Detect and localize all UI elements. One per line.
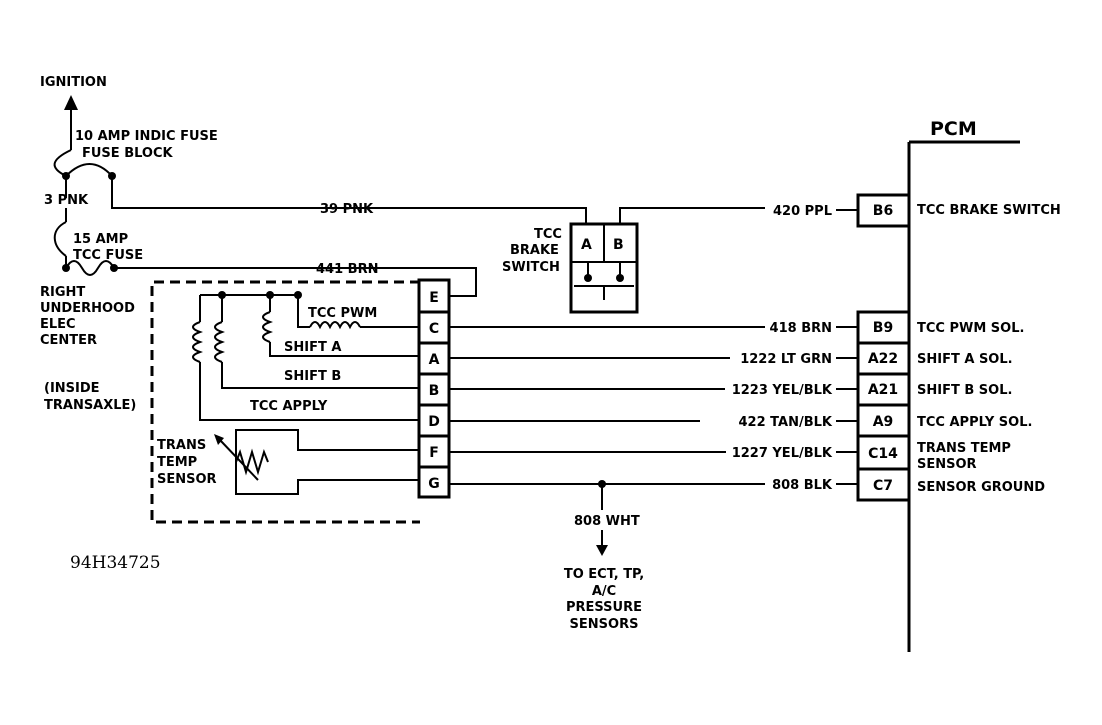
ignition-label: IGNITION [40, 75, 107, 90]
transaxle-boundary [150, 280, 420, 524]
ignition-arrow-icon [64, 95, 78, 110]
wire-1222-label: 1222 LT GRN [740, 352, 832, 367]
pcm-label-a21: SHIFT B SOL. [917, 383, 1012, 398]
pcm [856, 140, 1020, 652]
pcm-title: PCM [930, 118, 977, 140]
connector-pin-b: B [429, 383, 440, 399]
wire-420ppl-label: 420 PPL [773, 204, 832, 219]
sensors-label-3: PRESSURE [566, 600, 642, 615]
wire-422-label: 422 TAN/BLK [739, 415, 833, 430]
fuse-block-label: FUSE BLOCK [82, 146, 174, 161]
tcc-apply-coil-icon [192, 321, 203, 363]
fuse-15amp-icon [65, 260, 115, 276]
elec-center-label-1: RIGHT [40, 285, 85, 300]
wire-441brn-label: 441 BRN [316, 262, 378, 277]
elec-center-label-4: CENTER [40, 333, 97, 348]
connector-pin-c: C [429, 321, 439, 337]
connector-pin-e: E [429, 290, 439, 306]
thermistor-icon [235, 448, 269, 476]
pcm-pin-c14: C14 [868, 446, 898, 462]
sensors-label-4: SENSORS [570, 617, 639, 632]
tcc-fuse-label: TCC FUSE [73, 248, 143, 263]
switch-pin-b: B [613, 237, 624, 253]
tcc-pwm-label: TCC PWM [308, 306, 377, 321]
shift-b-coil-icon [214, 321, 225, 363]
switch-label-2: BRAKE [510, 243, 559, 258]
connector-pin-f: F [429, 445, 439, 461]
pcm-pin-c7: C7 [873, 478, 893, 494]
wire-808blk-label: 808 BLK [772, 478, 833, 493]
wire-39pnk-label: 39 PNK [320, 202, 374, 217]
sensor-label-3: SENSOR [157, 472, 217, 487]
shift-b-label: SHIFT B [284, 369, 341, 384]
tcc-brake-switch [569, 207, 765, 314]
connector-pin-g: G [428, 476, 440, 492]
harness-wires [449, 209, 858, 556]
fuse-15amp-label: 15 AMP [73, 232, 128, 247]
pcm-label-b6: TCC BRAKE SWITCH [917, 203, 1061, 218]
pcm-pin-b9: B9 [873, 320, 893, 336]
wire-1223-label: 1223 YEL/BLK [732, 383, 833, 398]
sensors-arrow-icon [596, 545, 608, 556]
tcc-pwm-coil-icon [309, 321, 361, 330]
sensor-label-1: TRANS [157, 438, 206, 453]
wire-418brn-label: 418 BRN [770, 321, 832, 336]
pcm-pin-a22: A22 [868, 351, 898, 367]
switch-label-1: TCC [534, 227, 562, 242]
switch-pin-a: A [581, 237, 592, 253]
connector-pin-d: D [428, 414, 440, 430]
figure-id: 94H34725 [70, 553, 161, 573]
wire-808wht-label: 808 WHT [574, 514, 640, 529]
pcm-label-c14-1: TRANS TEMP [917, 441, 1011, 456]
pcm-label-b9: TCC PWM SOL. [917, 321, 1024, 336]
pcm-label-a22: SHIFT A SOL. [917, 352, 1013, 367]
pcm-pin-a21: A21 [868, 382, 898, 398]
tcc-apply-label: TCC APPLY [250, 399, 328, 414]
fuse-10amp-icon [65, 163, 113, 177]
sensors-label-2: A/C [592, 584, 616, 599]
elec-center-label-3: ELEC [40, 317, 76, 332]
pcm-pin-b6: B6 [873, 203, 893, 219]
transaxle-connector [417, 278, 451, 499]
pcm-label-c7: SENSOR GROUND [917, 480, 1045, 495]
pcm-label-c14-2: SENSOR [917, 457, 977, 472]
elec-center-label-2: UNDERHOOD [40, 301, 135, 316]
pcm-pin-a9: A9 [873, 414, 894, 430]
ignition-feed [53, 95, 570, 297]
transaxle-note-1: (INSIDE [44, 381, 100, 396]
transaxle-note-2: TRANSAXLE) [44, 398, 136, 413]
shift-a-label: SHIFT A [284, 340, 341, 355]
wire-3pnk-label: 3 PNK [44, 193, 89, 208]
sensor-label-2: TEMP [157, 455, 197, 470]
fuse-10amp-label: 10 AMP INDIC FUSE [75, 129, 218, 144]
solenoid-wiring [192, 291, 419, 421]
shift-a-coil-icon [262, 311, 273, 343]
trans-temp-sensor [214, 429, 419, 495]
connector-pin-a: A [429, 352, 440, 368]
switch-label-3: SWITCH [502, 260, 560, 275]
wire-1227-label: 1227 YEL/BLK [732, 446, 833, 461]
sensors-label-1: TO ECT, TP, [564, 567, 644, 582]
pcm-label-a9: TCC APPLY SOL. [917, 415, 1032, 430]
